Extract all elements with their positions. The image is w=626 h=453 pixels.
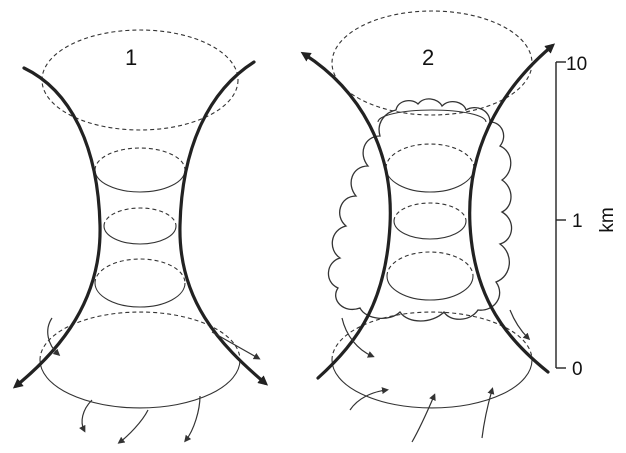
panel-1-left-curve — [16, 68, 100, 386]
panel-2-swirl-arrows — [342, 310, 528, 442]
panel-1-right-curve — [180, 62, 265, 383]
panel-1-label: 1 — [125, 45, 137, 70]
panel-1-rings — [95, 148, 185, 307]
panel-1: 1 — [16, 30, 265, 442]
altitude-axis: 10 1 0 km — [556, 54, 618, 380]
axis-unit-label: km — [597, 207, 618, 232]
panel-2-label: 2 — [422, 45, 434, 70]
panel-1-top-ellipse — [42, 30, 238, 130]
panel-2: 2 — [304, 11, 552, 442]
axis-tick-label-mid: 1 — [572, 211, 583, 232]
axis-tick-label-bottom: 0 — [572, 359, 583, 380]
axis-tick-label-top: 10 — [566, 54, 587, 75]
